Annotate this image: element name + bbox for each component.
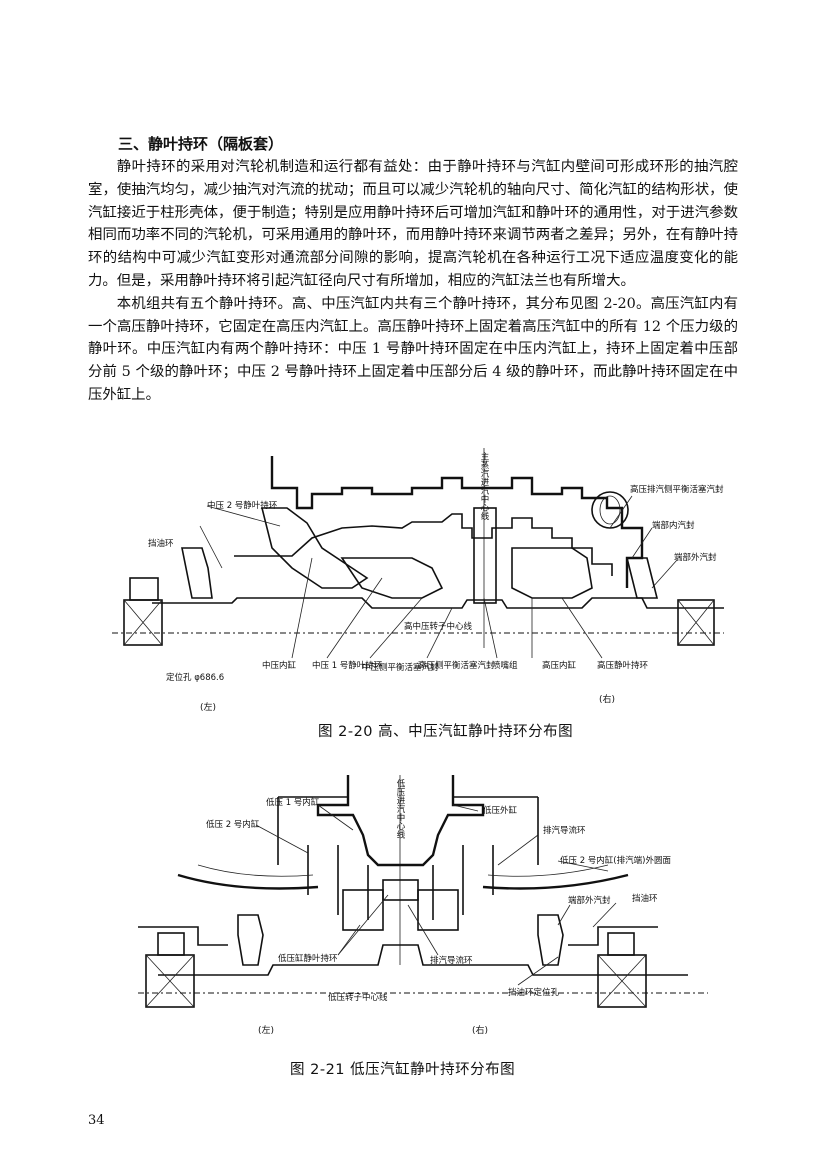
label-rotor-center: 高中压转子中心线 (404, 621, 473, 632)
label-hp-balance-seal: 高压侧平衡活塞汽封 (418, 660, 495, 671)
label-exhaust-guide-ring: 排汽导流环 (430, 955, 473, 966)
ip1-holder-shape (340, 557, 444, 599)
label-lp-outer: 低压外缸 (483, 805, 518, 816)
page-number: 34 (88, 1113, 105, 1128)
label-ip-inner-casing: 中压内缸 (262, 660, 297, 671)
figure-2-20-drawing: 主蒸汽进汽中心线 高中压转子中心线 (112, 448, 724, 713)
figure-2-20: 主蒸汽进汽中心线 高中压转子中心线 (112, 448, 724, 718)
paragraph-2: 本机组共有五个静叶持环。高、中压汽缸内共有三个静叶持环，其分布见图 2-20。高… (88, 295, 738, 403)
left-end-gland (181, 547, 213, 599)
lp-left-bearing-cap (157, 932, 185, 956)
lp-inner-casing-right (432, 845, 494, 920)
exhaust-guide-left (177, 873, 319, 890)
label-end-inner-seal: 端部内汽封 (652, 520, 695, 531)
right-bearing-box (677, 599, 715, 646)
section-heading: 三、静叶持环（隔板套） (118, 135, 284, 153)
body-text: 静叶持环的采用对汽轮机制造和运行都有益处：由于静叶持环与汽缸内壁间可形成环形的抽… (88, 156, 738, 407)
label-end-outer-seal: 端部外汽封 (568, 895, 611, 906)
label-oil-ring-locating: 挡油环定位孔 (508, 987, 560, 998)
ip2-holder-shape (260, 507, 369, 589)
outer-casing-outline (270, 456, 644, 588)
label-left: (左) (200, 701, 216, 713)
label-end-outer-seal: 端部外汽封 (674, 552, 717, 563)
lp-inlet-chamber (316, 775, 485, 867)
nozzle-chamber (473, 507, 497, 604)
label-hp-holder: 高压静叶持环 (597, 660, 649, 671)
lp-center-ring (382, 879, 419, 901)
right-end-gland (625, 557, 659, 599)
paragraph-1: 静叶持环的采用对汽轮机制造和运行都有益处：由于静叶持环与汽缸内壁间可形成环形的抽… (88, 159, 738, 289)
figure-2-21-caption: 图 2-21 低压汽缸静叶持环分布图 (290, 1062, 516, 1078)
label-hp-inner-casing: 高压内缸 (542, 660, 577, 671)
inner-casing-outline (234, 513, 613, 576)
lp-rotor-body (158, 944, 688, 976)
label-main-steam-center: 主蒸汽进汽中心线 (479, 451, 489, 520)
label-locating-hole: 定位孔 φ686.6 (166, 672, 224, 683)
lp-left-gland (237, 914, 264, 966)
label-left: (左) (258, 1024, 274, 1036)
figure-2-20-caption: 图 2-20 高、中压汽缸静叶持环分布图 (318, 724, 574, 740)
label-right: (右) (472, 1024, 488, 1036)
lp-outer-casing (277, 796, 539, 865)
exhaust-guide-right (482, 873, 629, 890)
figure-2-21: 低压进汽中心线 低压转子中心线 (138, 775, 708, 1040)
label-ip2-holder: 中压 2 号静叶持环 (207, 500, 278, 511)
lp-holder-left (342, 889, 384, 931)
lp-right-gland (537, 914, 564, 966)
label-oil-ring: 挡油环 (148, 538, 174, 549)
label-hp-exhaust-seal: 高压排汽侧平衡活塞汽封 (630, 484, 724, 495)
label-lp2-inner: 低压 2 号内缸 (206, 819, 260, 830)
label-lp2-outer-face: 低压 2 号内缸(排汽端)外圆面 (560, 855, 671, 866)
label-oil-ring: 挡油环 (632, 893, 658, 904)
label-exhaust-guide: 排汽导流环 (543, 825, 586, 836)
label-ip-balance-seal: 中压侧平衡活塞汽封 (362, 662, 439, 673)
figure-2-21-drawing: 低压进汽中心线 低压转子中心线 (138, 775, 708, 1036)
left-bearing-cap (129, 577, 159, 601)
lp-right-bearing-cap (607, 932, 635, 956)
label-lp-steam-center: 低压进汽中心线 (395, 778, 405, 838)
hp-holder-shape (511, 547, 593, 599)
label-ip1-holder: 中压 1 号静叶持环 (312, 660, 383, 671)
label-lp1-inner: 低压 1 号内缸 (266, 797, 320, 808)
label-lp-rotor-center: 低压转子中心线 (328, 992, 388, 1003)
label-nozzle-box: 喷嘴组 (492, 660, 518, 671)
label-right: (右) (599, 693, 615, 705)
lp-inner-casing-left (307, 845, 369, 920)
lp-holder-right (417, 889, 459, 931)
rotor-body (152, 597, 724, 609)
label-lp-holder: 低压缸静叶持环 (278, 953, 338, 964)
